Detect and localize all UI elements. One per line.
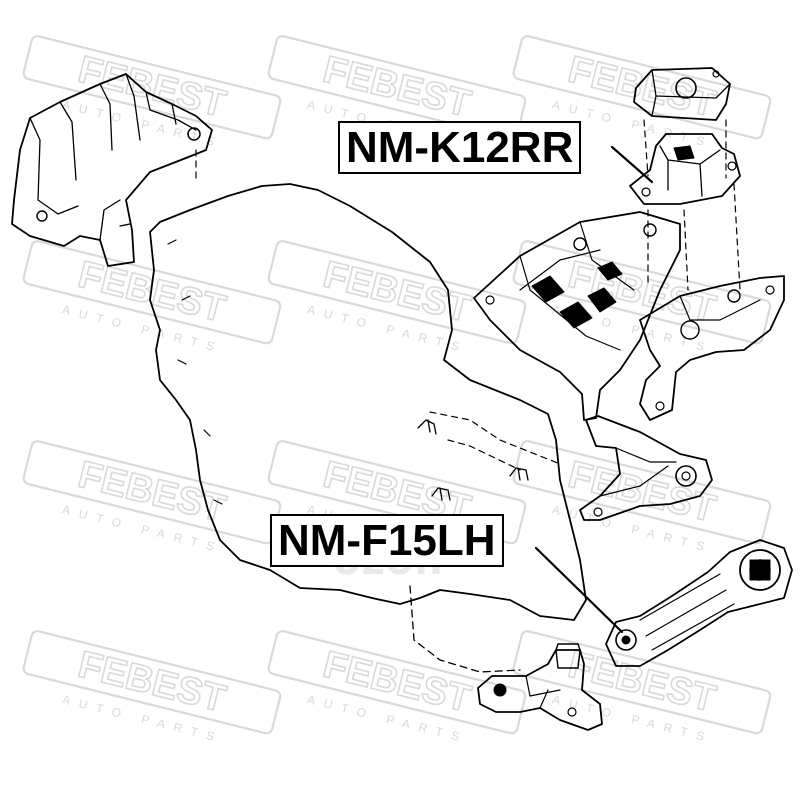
leader-line-rear [610, 145, 654, 184]
transmission-bracket [579, 415, 713, 521]
rear-mount-pad [633, 67, 731, 179]
rear-mount-bracket-plate [473, 211, 785, 421]
rear-mount-bushing [629, 133, 741, 291]
upper-engine-mount [11, 73, 213, 267]
lower-mount-bracket [477, 643, 603, 731]
torque-rod-mount [605, 539, 793, 667]
part-number-label-left: NM-F15LH [270, 514, 504, 567]
engine-block-outline [149, 183, 587, 673]
leader-line-left [534, 546, 624, 634]
part-number-label-rear: NM-K12RR [338, 121, 582, 174]
